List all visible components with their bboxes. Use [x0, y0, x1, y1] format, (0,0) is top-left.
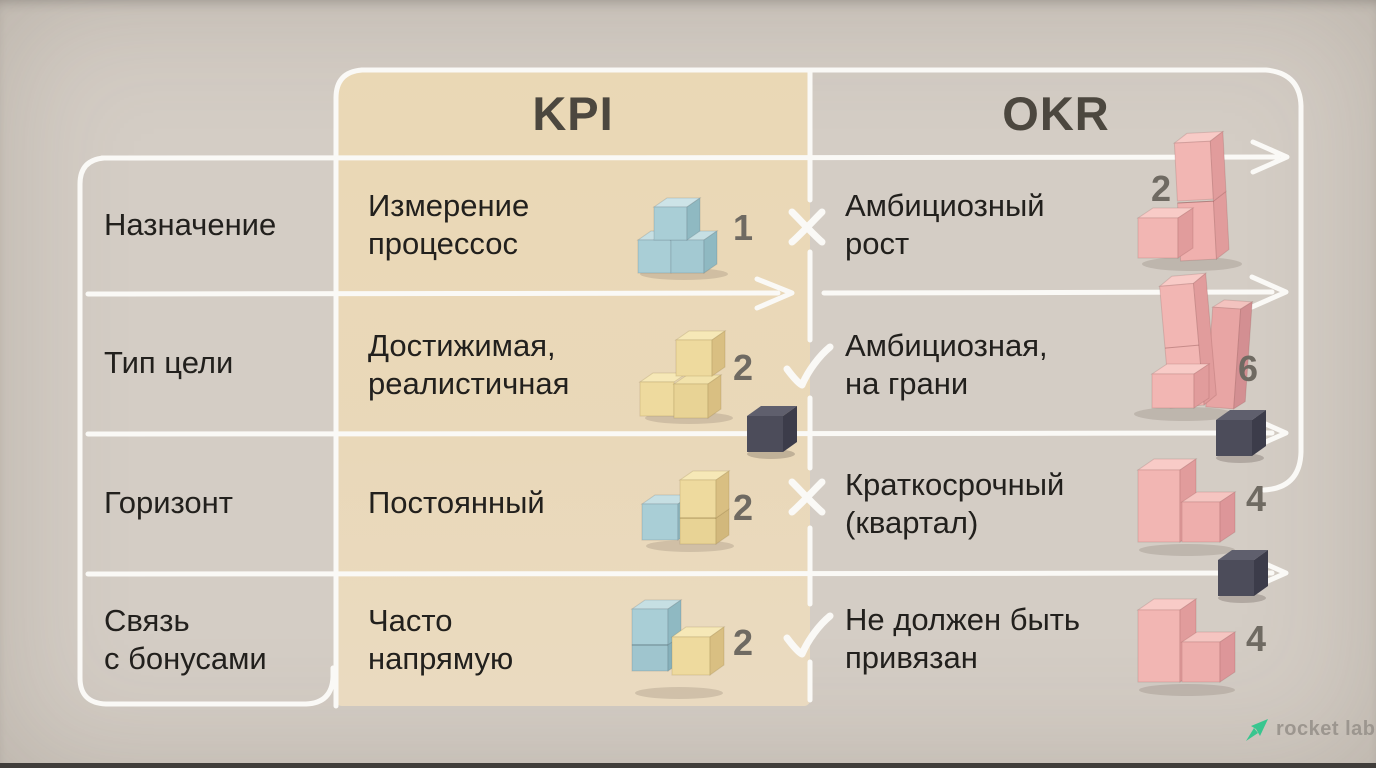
blocks-illustration-blue-pyramid	[636, 197, 728, 280]
okr-cell-line: Амбициозный	[845, 188, 1045, 223]
okr-cell-line: Не должен быть	[845, 602, 1081, 637]
row-label-purpose: Назначение	[104, 206, 276, 244]
okr-cell-purpose: Амбициозный рост	[845, 187, 1045, 263]
kpi-count-badge: 1	[733, 207, 754, 248]
okr-count-badge: 6	[1238, 348, 1259, 389]
okr-cell-line: привязан	[845, 640, 978, 675]
check-icon	[783, 612, 834, 658]
row-label-line: Тип цели	[104, 345, 234, 380]
navy-cube	[1218, 550, 1268, 603]
row-label-line: Горизонт	[104, 485, 233, 520]
kpi-cell-purpose: Измерение процессос	[368, 187, 529, 263]
check-icon	[783, 343, 834, 389]
kpi-cell-line: Постоянный	[368, 485, 545, 520]
kpi-cell-horizon: Постоянный	[368, 484, 545, 522]
kpi-count-badge: 2	[733, 347, 754, 388]
row-label-goal-type: Тип цели	[104, 344, 233, 382]
row-label-line: Связь	[104, 603, 190, 638]
kpi-cell-line: реалистичная	[368, 366, 570, 401]
rocket-lab-logo-icon	[1246, 719, 1268, 741]
bottom-edge-bar	[0, 763, 1376, 768]
cross-icon	[788, 208, 826, 246]
navy-cube	[1216, 410, 1266, 463]
kpi-cell-line: Измерение	[368, 188, 530, 223]
blocks-illustration-yellow-steps	[638, 330, 733, 424]
row-label-line: Назначение	[104, 207, 277, 242]
kpi-cell-line: Достижимая,	[368, 328, 556, 363]
okr-count-badge: 4	[1246, 618, 1267, 659]
navy-cube	[747, 406, 797, 459]
okr-cell-bonus-link: Не должен быть привязан	[845, 601, 1080, 677]
okr-count-badge: 2	[1151, 168, 1172, 209]
kpi-cell-line: процессос	[368, 226, 519, 261]
blocks-illustration-blue-yellow-stack	[640, 470, 734, 552]
kpi-count-badge: 2	[733, 487, 754, 528]
okr-column-header: OKR	[1002, 87, 1110, 140]
blocks-illustration-pink-tower	[1136, 130, 1242, 271]
blocks-illustration-blue-stack-yellow-cube	[630, 599, 726, 699]
blocks-illustration-pink-leaning-tower	[1134, 272, 1254, 421]
okr-cell-goal-type: Амбициозная, на грани	[845, 327, 1048, 403]
okr-count-badge: 4	[1246, 478, 1267, 519]
row-label-line: с бонусами	[104, 641, 267, 676]
kpi-cell-line: напрямую	[368, 641, 514, 676]
okr-cell-line: рост	[845, 226, 910, 261]
kpi-cell-bonus-link: Часто напрямую	[368, 602, 513, 678]
row-label-bonus-link: Связь с бонусами	[104, 602, 267, 678]
okr-cell-line: на грани	[845, 366, 969, 401]
kpi-cell-goal-type: Достижимая, реалистичная	[368, 327, 569, 403]
rocket-lab-logo-text: rocket lab	[1276, 718, 1376, 740]
kpi-column-header: KPI	[532, 87, 614, 140]
kpi-count-badge: 2	[733, 622, 754, 663]
blocks-illustration-pink-staircase	[1136, 598, 1237, 696]
okr-cell-line: Краткосрочный	[845, 467, 1065, 502]
kpi-cell-line: Часто	[368, 603, 453, 638]
blocks-illustration-pink-staircase	[1136, 458, 1237, 556]
okr-cell-horizon: Краткосрочный (квартал)	[845, 466, 1064, 542]
okr-cell-line: (квартал)	[845, 505, 979, 540]
row-label-horizon: Горизонт	[104, 484, 233, 522]
okr-cell-line: Амбициозная,	[845, 328, 1048, 363]
cross-icon	[788, 478, 826, 516]
